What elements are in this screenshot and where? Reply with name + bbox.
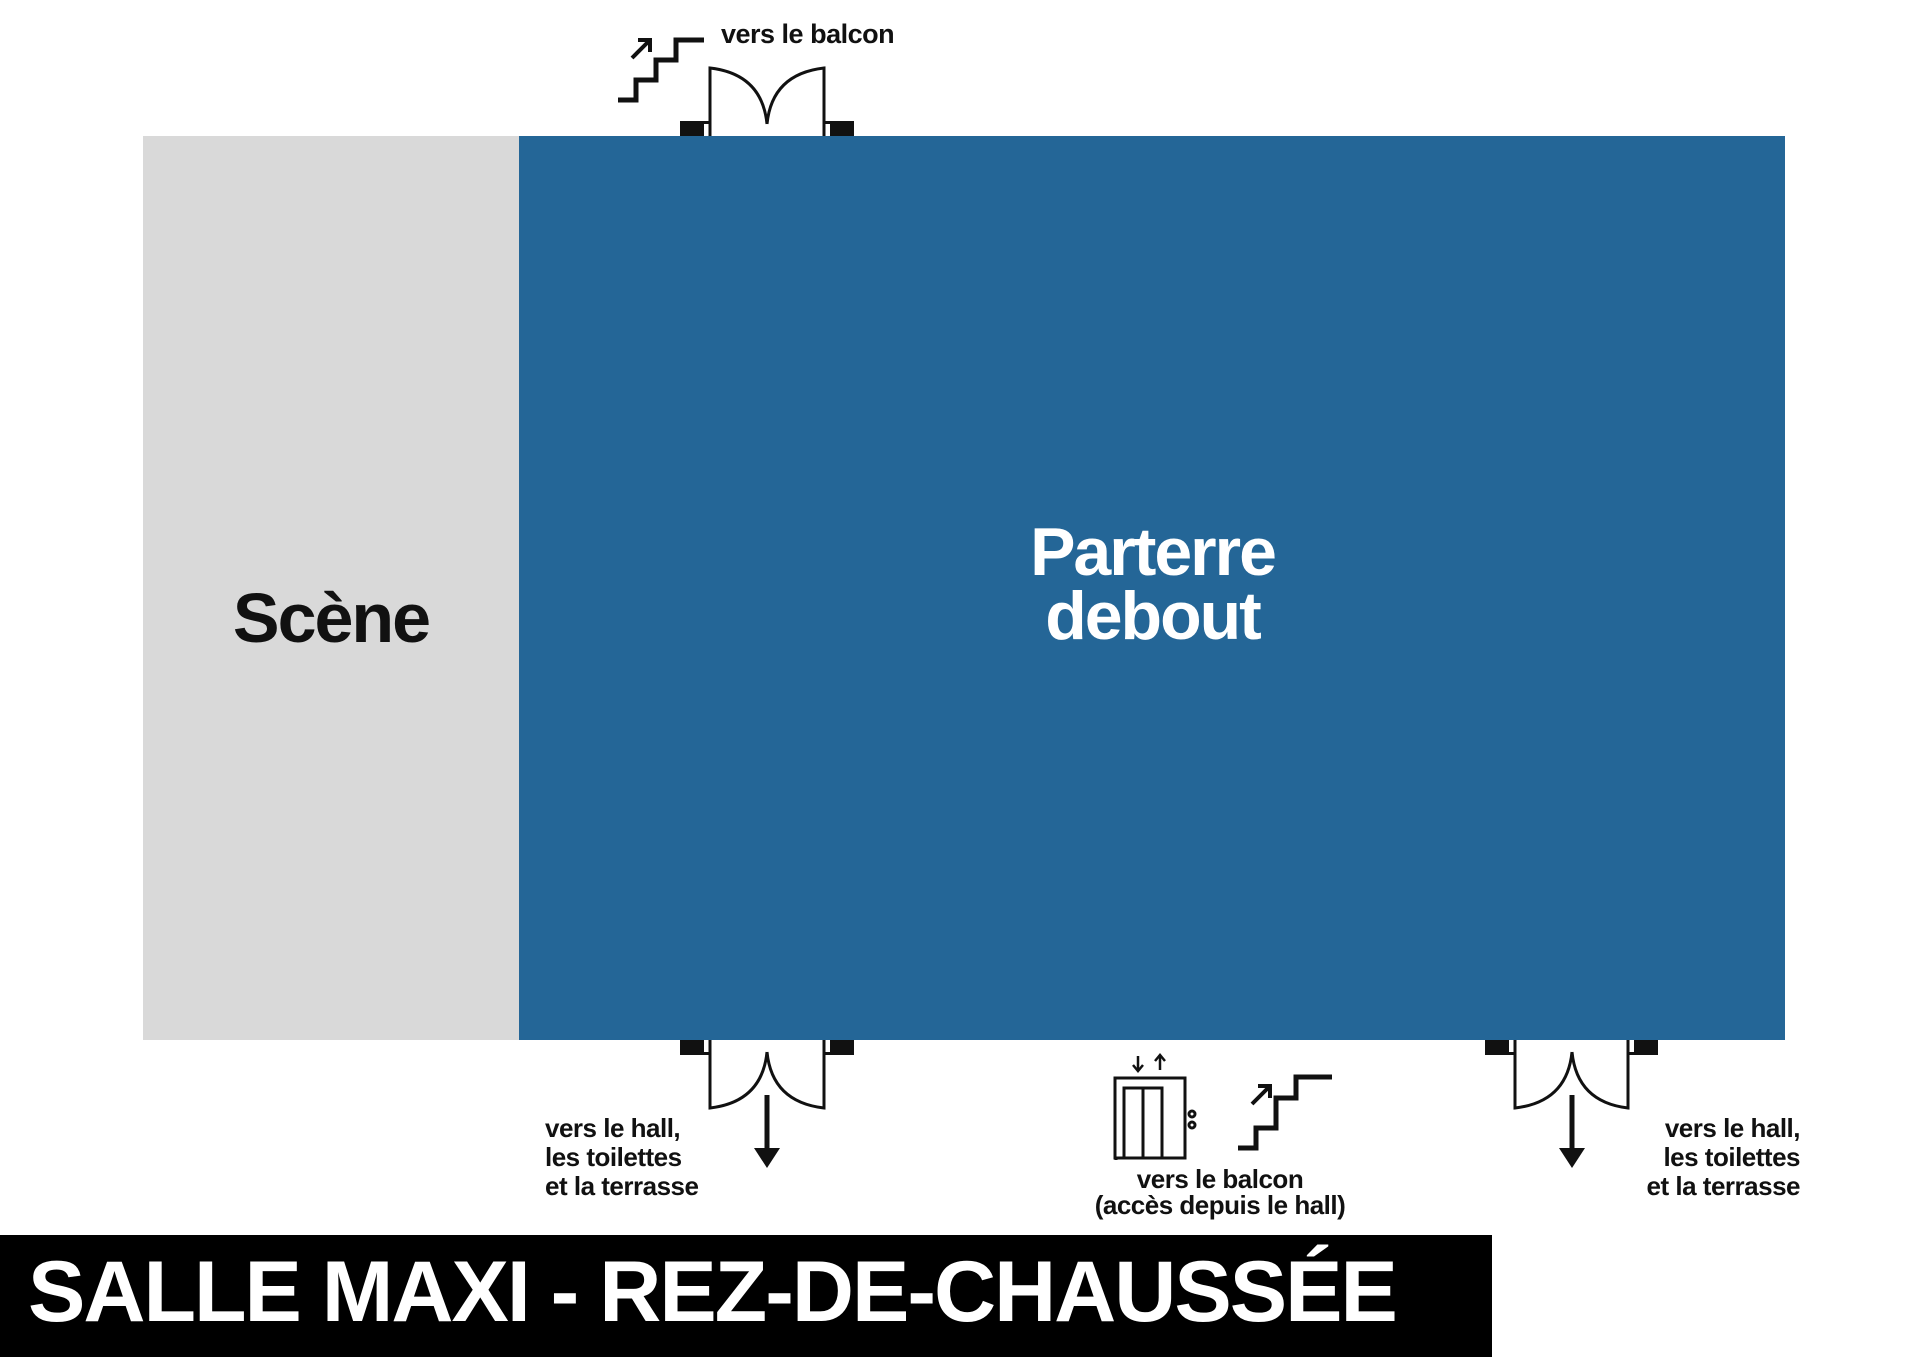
- bottom-left-door: [680, 1040, 854, 1110]
- title-bar: SALLE MAXI - REZ-DE-CHAUSSÉE: [0, 1235, 1492, 1357]
- elevator-icon: [1113, 1053, 1197, 1160]
- standing-floor-label: Parterre debout: [520, 514, 1785, 654]
- stage-label: Scène: [232, 579, 431, 657]
- page-title: SALLE MAXI - REZ-DE-CHAUSSÉE: [28, 1244, 1398, 1340]
- stairs-up-icon: [618, 37, 704, 103]
- standing-floor-label-line2: debout: [1045, 578, 1262, 654]
- bottom-right-door: [1485, 1040, 1658, 1110]
- bottom-right-exit-label: vers le hall, les toilettes et la terras…: [1646, 1113, 1801, 1201]
- top-door: [680, 66, 854, 136]
- bottom-left-exit-label: vers le hall, les toilettes et la terras…: [545, 1113, 699, 1201]
- arrow-down-icon: [1559, 1095, 1585, 1168]
- top-exit-label: vers le balcon: [721, 19, 895, 49]
- stage-area: [143, 136, 519, 1040]
- arrow-down-icon: [754, 1095, 780, 1168]
- stairs-up-icon: [1238, 1074, 1332, 1151]
- standing-floor-label-line1: Parterre: [1030, 514, 1277, 590]
- bottom-center-exit-label: vers le balcon (accès depuis le hall): [1094, 1164, 1346, 1220]
- standing-floor-area: [519, 136, 1785, 1040]
